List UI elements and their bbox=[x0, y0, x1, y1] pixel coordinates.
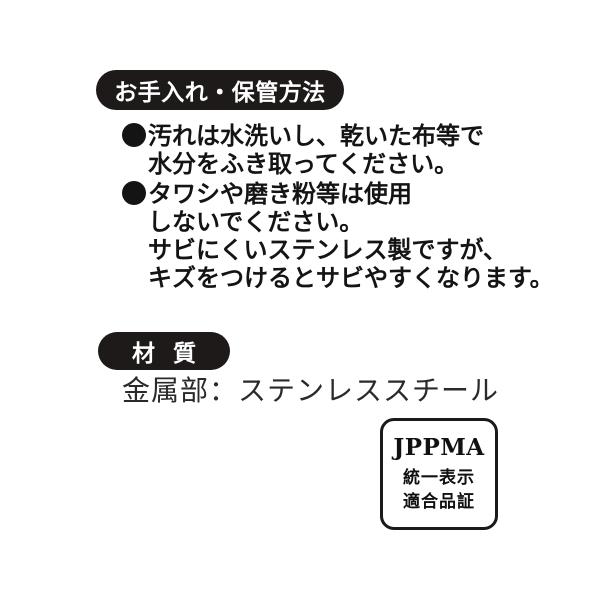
care-item-2: タワシや磨き粉等は使用 bbox=[122, 180, 412, 208]
care-line-2-wrap: 水分をふき取ってください。 bbox=[148, 150, 458, 178]
care-line-5-wrap: サビにくいステンレス製ですが、 bbox=[148, 236, 507, 264]
bullet-icon bbox=[122, 181, 146, 205]
care-line-6-wrap: キズをつけるとサビやすくなります。 bbox=[148, 264, 554, 292]
care-heading: お手入れ・保管方法 bbox=[96, 70, 344, 110]
care-line-4-wrap: しないでください。 bbox=[148, 208, 363, 236]
care-heading-text: お手入れ・保管方法 bbox=[114, 80, 326, 106]
care-item-1: 汚れは水洗いし、乾いた布等で bbox=[122, 122, 484, 150]
material-heading: 材質 bbox=[98, 332, 230, 370]
care-line-5: サビにくいステンレス製ですが、 bbox=[148, 236, 508, 264]
care-line-1: 汚れは水洗いし、乾いた布等で bbox=[148, 122, 484, 150]
badge-line-1: 統一表示 bbox=[403, 468, 475, 488]
badge-line-2: 適合品証 bbox=[403, 492, 475, 512]
material-line: 金属部：ステンレススチール bbox=[122, 374, 500, 407]
jppma-title: JPPMA bbox=[393, 434, 485, 461]
care-line-6: キズをつけるとサビやすくなります。 bbox=[148, 264, 554, 292]
bullet-icon bbox=[122, 123, 146, 147]
care-line-4: しないでください。 bbox=[148, 208, 364, 236]
care-line-2: 水分をふき取ってください。 bbox=[148, 150, 459, 178]
care-line-3: タワシや磨き粉等は使用 bbox=[148, 180, 412, 208]
material-heading-text: 材質 bbox=[132, 341, 214, 367]
jppma-badge: JPPMA 統一表示 適合品証 bbox=[380, 418, 498, 530]
